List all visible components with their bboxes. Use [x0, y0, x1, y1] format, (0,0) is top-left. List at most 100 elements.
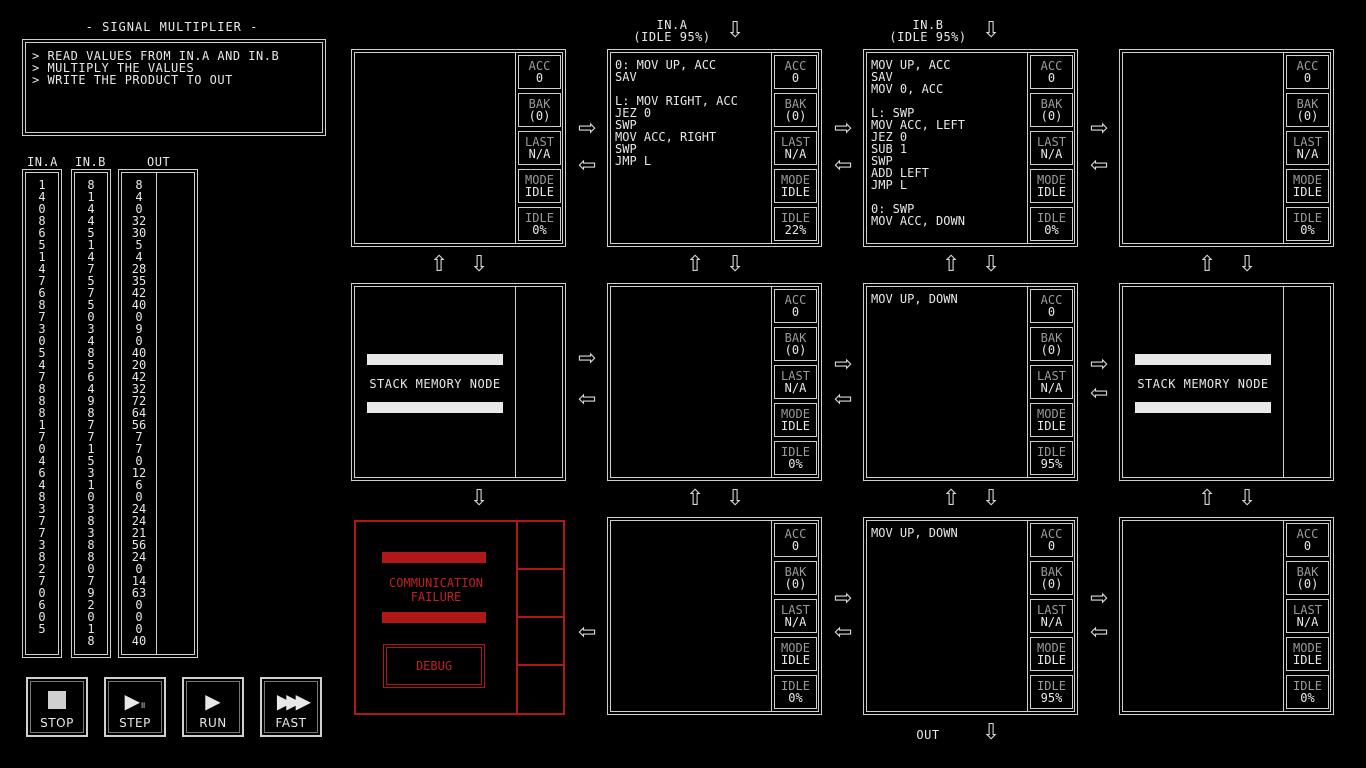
in-b-value: 8	[87, 550, 95, 564]
code-editor[interactable]	[611, 287, 772, 477]
in-b-value: 0	[87, 310, 95, 324]
in-a-value: 7	[38, 430, 46, 444]
fast-button[interactable]: ▶▶▶ FAST	[260, 677, 322, 737]
in-b-value: 4	[87, 250, 95, 264]
in-b-value: 8	[87, 178, 95, 192]
down-arrow-icon: ⇩	[726, 18, 745, 43]
code-editor[interactable]	[1123, 521, 1284, 711]
code-editor[interactable]	[1123, 53, 1284, 243]
out-value: 40	[131, 346, 147, 360]
in-b-value: 0	[87, 562, 95, 576]
in-a-value: 1	[38, 178, 46, 192]
port-name: IN.B	[912, 18, 944, 32]
out-value: 42	[131, 286, 147, 300]
stack-area: STACK MEMORY NODE	[1123, 287, 1284, 477]
in-b-value: 3	[87, 322, 95, 336]
out-value: 0	[135, 490, 143, 504]
failure-cell	[516, 522, 563, 570]
down-arrow-icon: ⇩	[1238, 252, 1257, 277]
in-b-value: 5	[87, 298, 95, 312]
code-line: MOV 0, ACC	[871, 82, 944, 96]
down-arrow-icon: ⇩	[726, 252, 745, 277]
in-b-value: 3	[87, 502, 95, 516]
in-b-value: 7	[87, 286, 95, 300]
in-a-value: 8	[38, 394, 46, 408]
in-a-value: 8	[38, 214, 46, 228]
code-line: SWP	[871, 154, 893, 168]
in-b-value: 4	[87, 202, 95, 216]
in-a-value: 7	[38, 310, 46, 324]
out-value: 0	[135, 562, 143, 576]
failure-bar	[382, 612, 486, 623]
description-line: > READ VALUES FROM IN.A AND IN.B	[32, 49, 280, 63]
bak-register: BAK(0)	[1030, 327, 1073, 361]
down-arrow-icon: ⇩	[982, 486, 1001, 511]
stack-memory-node-right: STACK MEMORY NODE	[1119, 283, 1334, 481]
left-arrow-icon: ⇦	[1090, 381, 1109, 406]
out-value: 24	[131, 514, 147, 528]
out-port-label: OUT	[916, 728, 940, 742]
code-line: SWP	[615, 118, 637, 132]
stop-button[interactable]: STOP	[26, 677, 88, 737]
debug-button[interactable]: DEBUG	[383, 644, 485, 688]
in-a-value: 7	[38, 370, 46, 384]
out-value: 40	[131, 298, 147, 312]
up-arrow-icon: ⇧	[430, 252, 449, 277]
left-arrow-icon: ⇦	[578, 387, 597, 412]
in-a-value: 6	[38, 598, 46, 612]
in-b-value: 8	[87, 634, 95, 648]
run-button[interactable]: ▶ RUN	[182, 677, 244, 737]
in-a-value: 6	[38, 286, 46, 300]
out-value: 0	[135, 622, 143, 636]
in-a-value: 3	[38, 322, 46, 336]
in-b-value: 7	[87, 430, 95, 444]
out-value: 0	[135, 598, 143, 612]
code-line: SAV	[871, 70, 893, 84]
stack-bar	[367, 402, 503, 413]
up-arrow-icon: ⇧	[942, 486, 961, 511]
in-a-header: IN.A	[27, 155, 58, 169]
code-editor[interactable]	[355, 53, 516, 243]
out-value: 0	[135, 334, 143, 348]
code-editor[interactable]: MOV UP, DOWN	[867, 521, 1028, 711]
step-button[interactable]: ▶॥ STEP	[104, 677, 166, 737]
failure-line: COMMUNICATION	[389, 576, 483, 590]
in-b-value: 9	[87, 586, 95, 600]
out-value: 0	[135, 454, 143, 468]
in-a-value: 4	[38, 454, 46, 468]
down-arrow-icon: ⇩	[982, 18, 1001, 43]
code-line: SWP	[615, 142, 637, 156]
code-editor[interactable]	[611, 521, 772, 711]
code-editor[interactable]: MOV UP, DOWN	[867, 287, 1028, 477]
stack-bar	[1135, 402, 1271, 413]
code-line: MOV ACC, LEFT	[871, 118, 965, 132]
code-line: JEZ 0	[871, 130, 908, 144]
in-a-value: 0	[38, 586, 46, 600]
in-a-value: 4	[38, 262, 46, 276]
in-b-value: 5	[87, 274, 95, 288]
out-value: 42	[131, 370, 147, 384]
bak-register: BAK(0)	[1286, 561, 1329, 595]
in-a-value: 7	[38, 526, 46, 540]
out-value: 5	[135, 238, 143, 252]
in-b-value: 0	[87, 610, 95, 624]
in-a-value: 3	[38, 538, 46, 552]
in-a-value: 1	[38, 418, 46, 432]
